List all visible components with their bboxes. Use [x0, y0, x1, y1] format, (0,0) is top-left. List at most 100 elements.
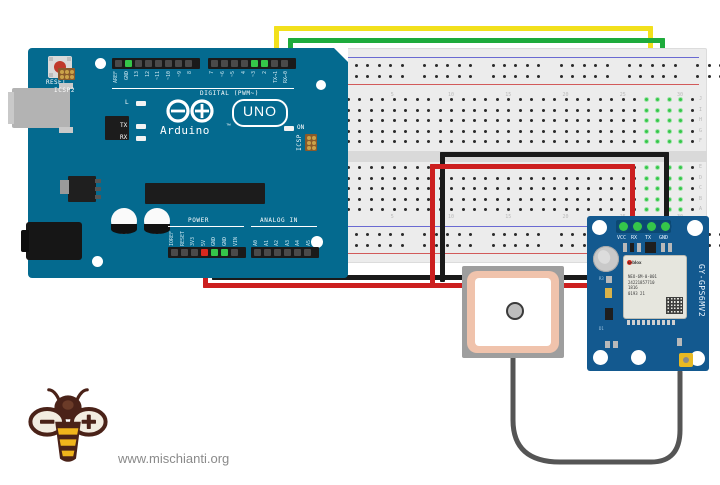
terminal-bottom-hole[interactable]: [415, 166, 419, 169]
digital-header-right[interactable]: [208, 58, 296, 69]
terminal-top-hole[interactable]: [541, 140, 545, 144]
terminal-bottom-hole[interactable]: [553, 197, 557, 201]
rail-top-hole[interactable]: [605, 64, 609, 67]
pin-12[interactable]: [144, 60, 152, 67]
terminal-top-hole[interactable]: [450, 108, 454, 112]
terminal-top-hole[interactable]: [621, 119, 625, 123]
terminal-top-hole[interactable]: [518, 129, 522, 133]
rail-top-hole[interactable]: [491, 64, 495, 67]
rail-bottom-hole[interactable]: [502, 233, 506, 236]
terminal-top-hole[interactable]: [427, 98, 431, 101]
terminal-top-hole[interactable]: [438, 98, 442, 101]
rail-bottom-hole[interactable]: [571, 233, 575, 236]
rail-top-hole[interactable]: [662, 64, 666, 67]
rail-bottom-hole[interactable]: [525, 233, 529, 236]
rail-top-hole[interactable]: [457, 64, 461, 67]
terminal-top-hole[interactable]: [450, 119, 454, 123]
terminal-top-hole[interactable]: [564, 129, 568, 133]
terminal-top-hole[interactable]: [690, 98, 694, 101]
terminal-bottom-hole[interactable]: [587, 197, 591, 201]
power-barrel-jack[interactable]: [21, 222, 82, 260]
rail-top-hole[interactable]: [434, 64, 438, 67]
terminal-bottom-hole[interactable]: [427, 208, 431, 212]
pin-aref[interactable]: [114, 60, 122, 67]
gps-pin-vcc[interactable]: [619, 222, 628, 231]
terminal-top-hole[interactable]: [633, 98, 637, 101]
terminal-top-hole[interactable]: [530, 108, 534, 112]
rail-top-hole[interactable]: [537, 64, 541, 67]
rail-top-hole[interactable]: [502, 64, 506, 67]
rail-top-hole[interactable]: [571, 64, 575, 67]
terminal-bottom-hole[interactable]: [621, 176, 625, 180]
terminal-top-hole[interactable]: [564, 140, 568, 144]
terminal-top-hole[interactable]: [667, 129, 671, 133]
rail-bottom-hole[interactable]: [469, 244, 473, 247]
terminal-top-hole[interactable]: [690, 129, 694, 133]
terminal-bottom-hole[interactable]: [610, 208, 614, 212]
terminal-top-hole[interactable]: [450, 129, 454, 133]
terminal-top-hole[interactable]: [576, 98, 579, 101]
terminal-bottom-hole[interactable]: [530, 187, 534, 191]
rail-bottom-hole[interactable]: [457, 244, 461, 247]
rail-top-hole[interactable]: [457, 75, 461, 78]
terminal-bottom-hole[interactable]: [415, 176, 419, 180]
rail-top-hole[interactable]: [650, 64, 654, 67]
terminal-top-hole[interactable]: [576, 108, 579, 112]
rail-bottom-hole[interactable]: [400, 244, 404, 247]
terminal-top-hole[interactable]: [495, 119, 499, 123]
terminal-bottom-hole[interactable]: [518, 208, 522, 212]
terminal-bottom-hole[interactable]: [484, 197, 488, 201]
terminal-top-hole[interactable]: [484, 119, 488, 123]
power-header[interactable]: [168, 247, 246, 258]
terminal-top-hole[interactable]: [610, 108, 614, 112]
terminal-bottom-hole[interactable]: [461, 208, 465, 212]
terminal-bottom-hole[interactable]: [347, 166, 350, 169]
rail-top-hole[interactable]: [514, 75, 518, 78]
rail-bottom-hole[interactable]: [400, 233, 404, 236]
terminal-bottom-hole[interactable]: [392, 187, 396, 191]
terminal-bottom-hole[interactable]: [530, 208, 534, 212]
terminal-top-hole[interactable]: [347, 129, 350, 133]
pin-a3[interactable]: [283, 249, 291, 256]
rail-bottom-hole[interactable]: [434, 233, 438, 236]
terminal-bottom-hole[interactable]: [621, 187, 625, 191]
rail-top-hole[interactable]: [696, 75, 700, 78]
rail-top-hole[interactable]: [389, 64, 393, 67]
terminal-top-hole[interactable]: [610, 140, 614, 144]
terminal-top-hole[interactable]: [610, 129, 614, 133]
terminal-top-hole[interactable]: [392, 119, 396, 123]
gps-pin-tx[interactable]: [647, 222, 656, 231]
rail-top-hole[interactable]: [628, 75, 631, 78]
rail-bottom-hole[interactable]: [457, 233, 461, 236]
rail-top-hole[interactable]: [446, 75, 450, 78]
digital-header-left[interactable]: [112, 58, 200, 69]
terminal-bottom-hole[interactable]: [369, 176, 373, 180]
rail-bottom-hole[interactable]: [571, 244, 575, 247]
terminal-bottom-hole[interactable]: [358, 166, 362, 169]
terminal-bottom-hole[interactable]: [644, 176, 648, 180]
terminal-bottom-hole[interactable]: [598, 197, 602, 201]
terminal-bottom-hole[interactable]: [358, 197, 362, 201]
rail-top-hole[interactable]: [423, 64, 427, 67]
terminal-top-hole[interactable]: [427, 108, 431, 112]
terminal-top-hole[interactable]: [392, 140, 396, 144]
terminal-bottom-hole[interactable]: [495, 176, 499, 180]
terminal-top-hole[interactable]: [644, 108, 648, 112]
rail-top-hole[interactable]: [377, 75, 381, 78]
rail-top-hole[interactable]: [537, 75, 541, 78]
terminal-bottom-hole[interactable]: [369, 166, 373, 169]
terminal-top-hole[interactable]: [667, 98, 671, 101]
icsp2-header[interactable]: [58, 68, 75, 80]
terminal-bottom-hole[interactable]: [415, 197, 419, 201]
rail-top-hole[interactable]: [582, 64, 586, 67]
rail-bottom-hole[interactable]: [434, 244, 438, 247]
rail-bottom-hole[interactable]: [525, 244, 529, 247]
terminal-bottom-hole[interactable]: [530, 176, 534, 180]
terminal-bottom-hole[interactable]: [690, 176, 694, 180]
terminal-bottom-hole[interactable]: [484, 176, 488, 180]
terminal-top-hole[interactable]: [484, 129, 488, 133]
terminal-bottom-hole[interactable]: [415, 208, 419, 212]
terminal-top-hole[interactable]: [495, 108, 499, 112]
terminal-top-hole[interactable]: [415, 140, 419, 144]
terminal-bottom-hole[interactable]: [347, 187, 350, 191]
